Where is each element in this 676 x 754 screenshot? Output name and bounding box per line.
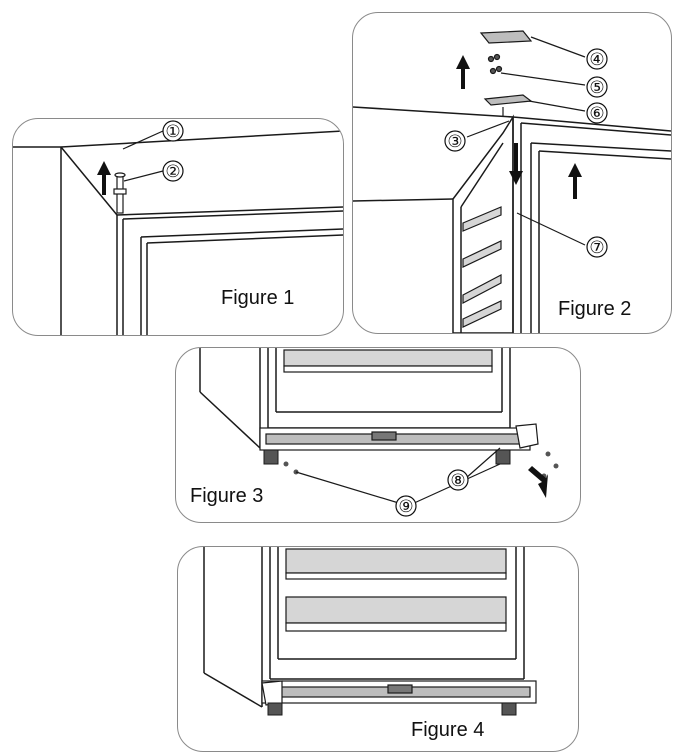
callout-7: ⑦: [586, 236, 608, 258]
callout-5: ⑤: [586, 76, 608, 98]
callout-6: ⑥: [586, 102, 608, 124]
figure-1-drawing: ① ②: [13, 120, 343, 335]
up-arrow-icon: [568, 163, 582, 199]
kick-plate-grille: [261, 680, 537, 706]
up-arrow-icon: [456, 55, 470, 89]
callout-2: ②: [162, 160, 184, 182]
svg-text:②: ②: [165, 162, 180, 182]
figure-3-panel: ⑧ ⑨ Figure 3: [175, 347, 581, 523]
callout-9: ⑨: [395, 495, 417, 517]
figure-4-drawing: [203, 547, 537, 716]
svg-text:⑧: ⑧: [450, 471, 465, 491]
hinge-pin: [113, 130, 164, 214]
wine-shelf: [283, 349, 493, 373]
figure-4-panel: Figure 4: [177, 546, 579, 752]
figure-3-drawing: ⑧ ⑨: [199, 348, 559, 517]
down-arrow-icon: [509, 143, 523, 185]
svg-text:⑦: ⑦: [589, 238, 604, 258]
figure-4-caption: Figure 4: [411, 719, 485, 741]
callout-3: ③: [444, 130, 466, 152]
top-hinge-parts: [466, 30, 586, 246]
svg-text:③: ③: [447, 132, 462, 152]
figure-1-caption: Figure 1: [221, 287, 295, 309]
wine-shelves: [462, 206, 502, 328]
callout-1: ①: [162, 120, 184, 142]
figure-1-panel: ① ② Figure 1: [12, 118, 344, 336]
screws: [283, 451, 559, 479]
figure-2-panel: ④ ⑤ ⑥ ③ ⑦ Figure 2: [352, 12, 672, 334]
diagonal-arrow-icon: [528, 466, 548, 498]
svg-text:①: ①: [165, 122, 180, 142]
svg-text:⑨: ⑨: [398, 497, 413, 517]
leveling-feet: [267, 702, 517, 716]
figure-3-caption: Figure 3: [190, 485, 264, 507]
leveling-feet: [263, 449, 511, 465]
up-arrow-icon: [97, 161, 111, 195]
svg-text:⑤: ⑤: [589, 78, 604, 98]
figure-2-caption: Figure 2: [558, 298, 632, 320]
callout-4: ④: [586, 48, 608, 70]
svg-text:⑥: ⑥: [589, 104, 604, 124]
wine-shelves: [285, 548, 507, 632]
kick-plate-grille: [259, 423, 539, 451]
callout-8: ⑧: [447, 469, 469, 491]
svg-text:④: ④: [589, 50, 604, 70]
figure-2-drawing: ④ ⑤ ⑥ ③ ⑦: [353, 30, 671, 333]
